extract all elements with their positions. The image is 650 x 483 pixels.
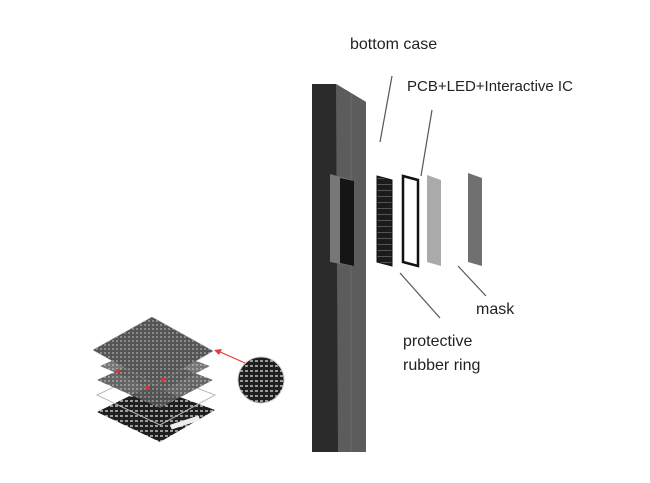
magnifier-detail: [237, 356, 285, 404]
leader-lines: [379, 75, 487, 319]
label-bottom-case: bottom case: [350, 36, 438, 53]
mask-part: [468, 173, 482, 266]
arrow: [214, 349, 246, 364]
label-protective: protective: [403, 333, 473, 350]
bottom-case-part: [376, 175, 393, 267]
rubber-ring-part: [401, 174, 420, 268]
label-rubber-ring: rubber ring: [403, 357, 481, 374]
tile-stack: [92, 316, 217, 442]
label-pcb-led-ic: PCB+LED+Interactive IC: [407, 78, 573, 95]
pcb-part: [427, 175, 441, 266]
led-column: [312, 84, 366, 452]
label-mask: mask: [476, 301, 515, 318]
